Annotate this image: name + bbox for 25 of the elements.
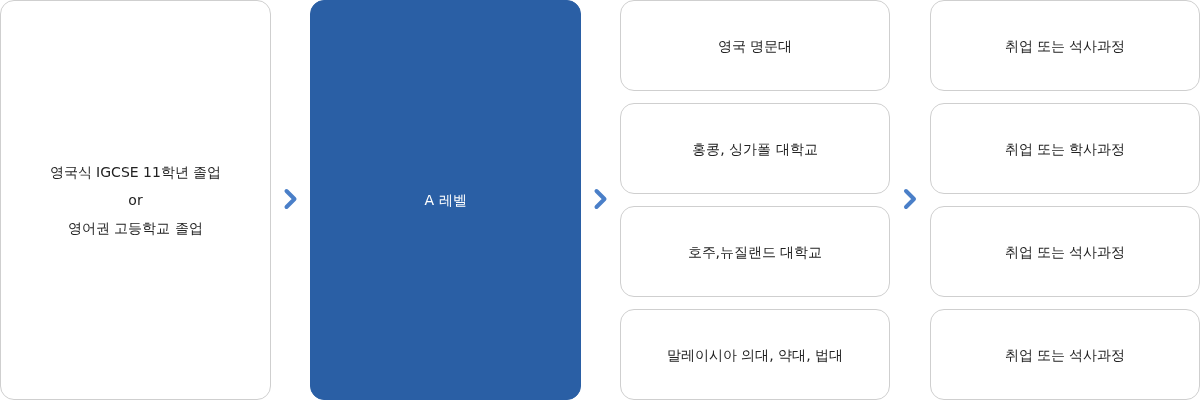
process-box	[930, 103, 1200, 194]
box-label: A 레벨	[423, 191, 468, 210]
process-box	[930, 206, 1200, 297]
box-label: or	[127, 191, 144, 210]
process-box	[930, 309, 1200, 400]
chevron-arrow	[284, 189, 297, 209]
process-box	[0, 0, 271, 400]
box-label: 취업 또는 석사과정	[1003, 36, 1127, 56]
chevron-arrow	[904, 189, 916, 209]
chevron-arrow	[594, 189, 607, 209]
process-box	[620, 206, 890, 297]
process-box	[930, 0, 1200, 91]
box-label: 말레이시아 의대, 약대, 법대	[665, 345, 845, 365]
box-label: 취업 또는 학사과정	[1003, 139, 1127, 159]
box-label: 영어권 고등학교 졸업	[67, 219, 204, 238]
box-label: 영국 명문대	[716, 36, 794, 56]
box-label: 취업 또는 석사과정	[1003, 345, 1127, 365]
box-label: 영국식 IGCSE 11학년 졸업	[48, 163, 223, 182]
process-box	[620, 103, 890, 194]
box-label: 홍콩, 싱가폴 대학교	[691, 139, 819, 159]
process-box	[620, 309, 890, 400]
box-label: 호주,뉴질랜드 대학교	[686, 242, 824, 262]
box-label: 취업 또는 석사과정	[1003, 242, 1127, 262]
process-box	[620, 0, 890, 91]
highlight-box	[310, 0, 581, 400]
